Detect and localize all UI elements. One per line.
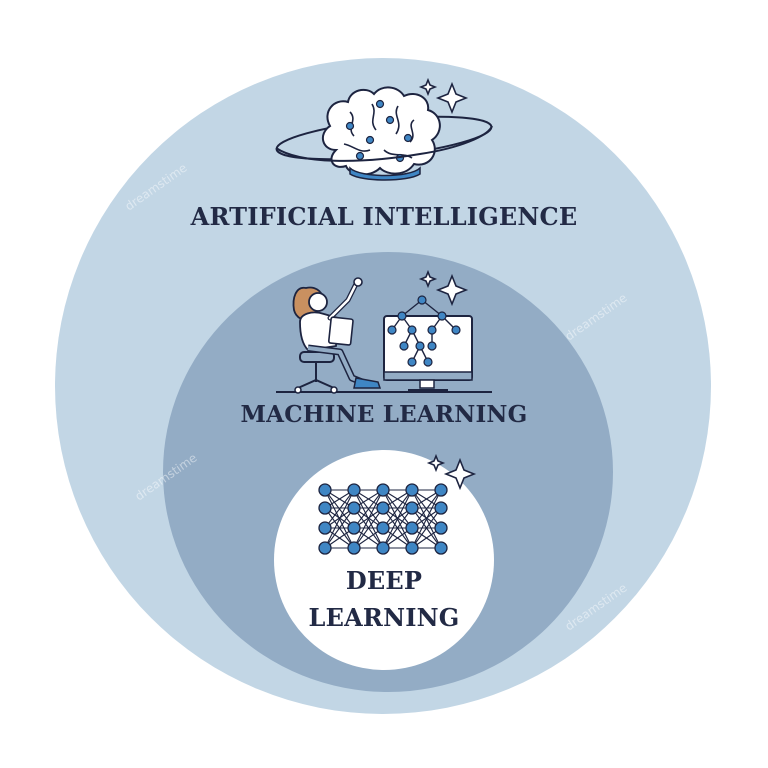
nn-node [376,483,390,497]
dl-label-line2: LEARNING [308,603,460,632]
nn-node [434,541,448,555]
nn-connection [411,507,442,549]
ai-label: ARTIFICIAL INTELLIGENCE [190,202,578,231]
nn-node [434,501,448,515]
nn-node [318,521,332,535]
dl-label-line1: DEEP [345,566,423,595]
nn-connection [324,507,355,549]
nn-node [347,483,361,497]
nn-connection [353,489,384,549]
nn-node [405,521,419,535]
nn-node [318,541,332,555]
nn-node [347,521,361,535]
nn-node [405,541,419,555]
nn-connection [382,489,413,529]
nn-connection [353,489,384,529]
nn-connection [382,489,413,549]
nn-connection [382,507,413,549]
nn-connection [324,489,355,549]
nn-connection [353,507,384,549]
nn-node [318,501,332,515]
nn-node [376,501,390,515]
nn-node [405,483,419,497]
dl-label: DEEP LEARNING [294,562,474,636]
nn-node [434,521,448,535]
nn-connection [411,489,442,529]
nn-node [318,483,332,497]
nn-node [347,501,361,515]
nn-node [405,501,419,515]
nn-connection [324,489,355,529]
nn-node [376,541,390,555]
nn-node [376,521,390,535]
nn-node [347,541,361,555]
ml-label: MACHINE LEARNING [240,401,528,428]
nn-connection [411,489,442,549]
nn-node [434,483,448,497]
